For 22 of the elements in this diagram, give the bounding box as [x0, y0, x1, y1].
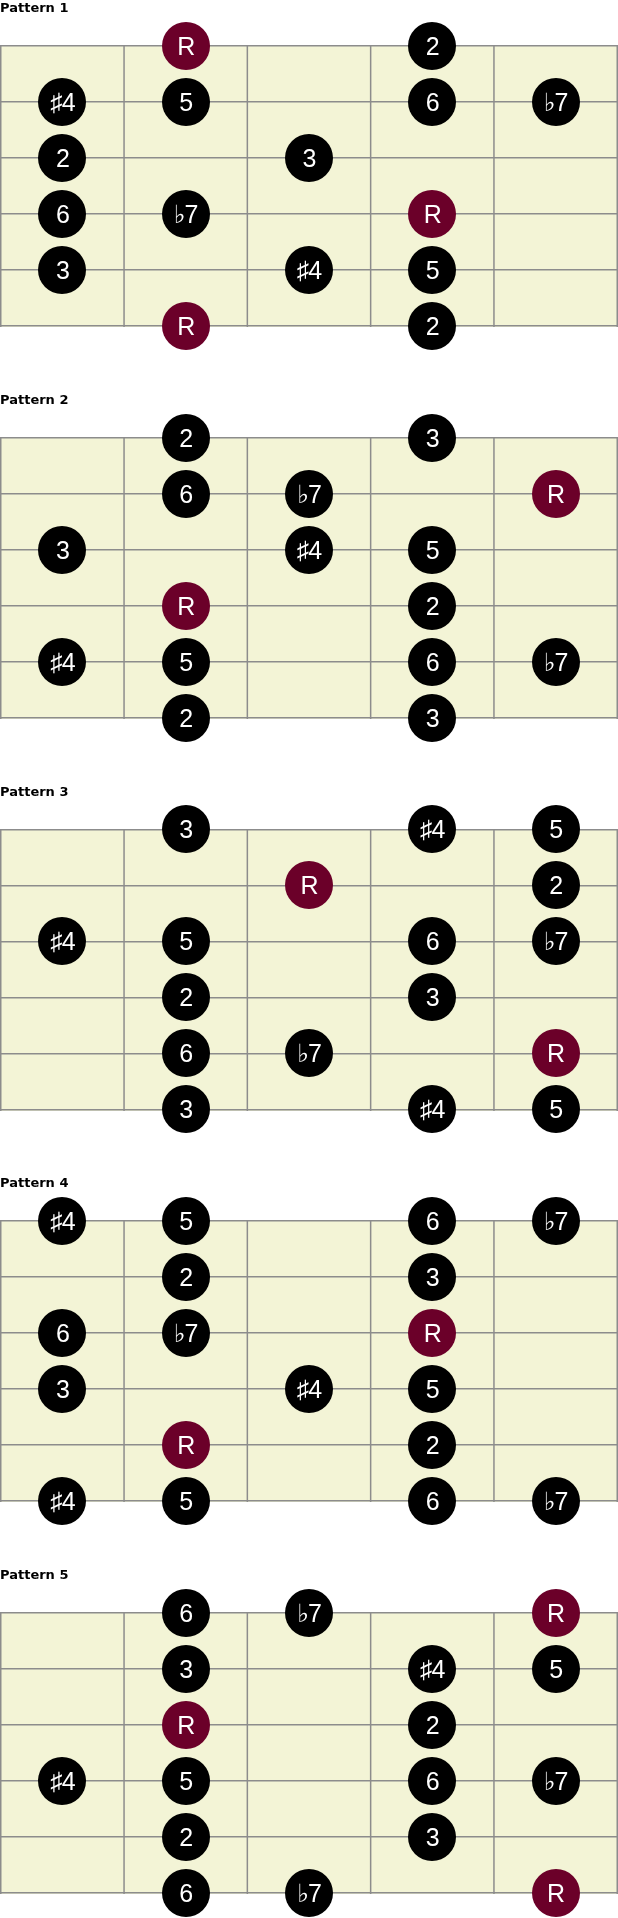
note-dot: ♯4	[38, 1477, 87, 1526]
note-dot: ♯4	[408, 1085, 457, 1134]
note-dot: 3	[408, 413, 457, 462]
pattern-heading: Pattern 4	[0, 1175, 69, 1191]
note-dot: 5	[161, 1197, 210, 1246]
root-note-dot: R	[161, 21, 210, 70]
note-dot: ♯4	[38, 1197, 87, 1246]
note-dot: 2	[408, 21, 457, 70]
pattern-heading: Pattern 5	[0, 1567, 69, 1583]
note-dot: 6	[161, 1588, 210, 1637]
note-dot: ♭7	[285, 1588, 333, 1637]
note-dot: ♭7	[531, 1197, 580, 1246]
note-dot: 6	[408, 1477, 457, 1526]
note-dot: 2	[161, 413, 210, 462]
note-dot: 3	[161, 805, 210, 854]
note-dot: 5	[531, 805, 580, 854]
pattern-heading: Pattern 3	[0, 783, 69, 799]
pattern-heading: Pattern 1	[0, 0, 69, 15]
note-dot: ♯4	[408, 805, 457, 854]
note-dot: 6	[408, 1197, 457, 1246]
pattern-heading: Pattern 2	[0, 391, 69, 407]
root-note-dot: R	[531, 1588, 580, 1637]
